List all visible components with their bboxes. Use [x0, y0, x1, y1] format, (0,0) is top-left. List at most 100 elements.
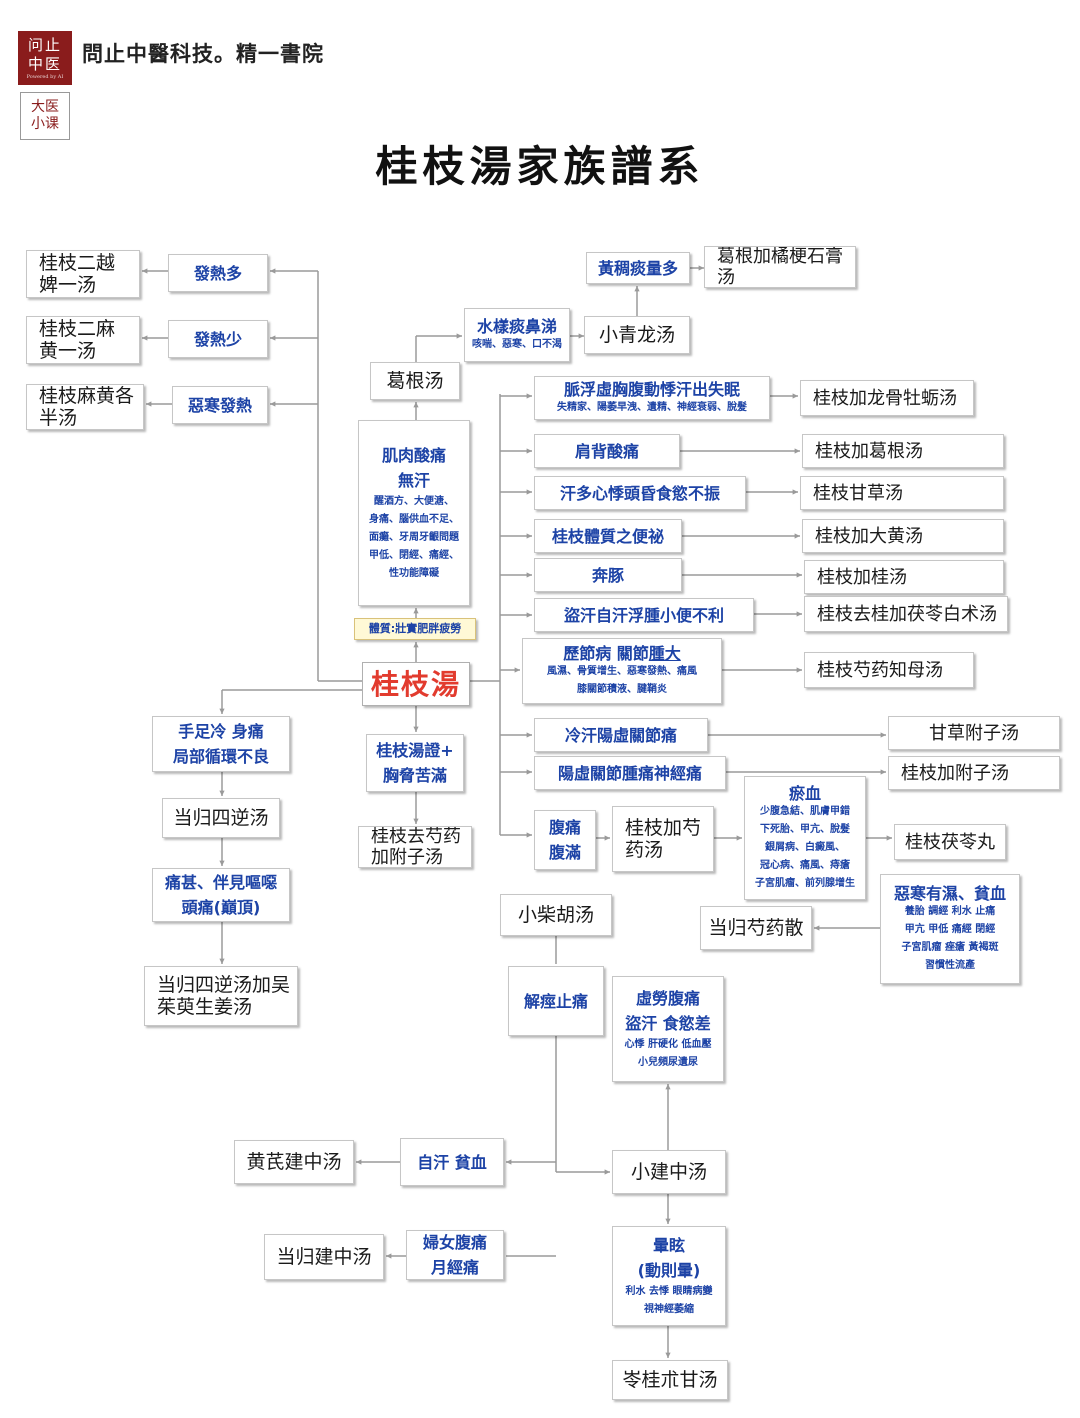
- node-shuiyang: 水樣痰鼻涕咳喘、惡寒、口不渴: [464, 308, 570, 362]
- node-futong: 腹痛腹滿: [534, 810, 596, 870]
- node-label: 甘草附子汤: [929, 722, 1019, 744]
- node-label: 桂枝麻黄各: [39, 385, 135, 407]
- node-label: 盜汗 食慾差: [625, 1014, 711, 1033]
- node-jia-fuzi: 桂枝加附子汤: [888, 756, 1060, 790]
- node-note: 視神經萎縮: [644, 1304, 694, 1315]
- node-label: 黄芪建中汤: [246, 1151, 342, 1173]
- brand-name: 問止中醫科技。精一書院: [82, 41, 324, 66]
- node-guizhi-zheng: 桂枝湯證+胸脅苦滿: [366, 734, 464, 792]
- arrowhead: [604, 1169, 610, 1175]
- node-tongshen: 痛甚、伴見嘔噁頭痛(巔頂): [152, 868, 290, 922]
- node-lijie: 歷節病 關節腫大風濕、骨質增生、惡寒發熱、痛風膝關節積液、腱鞘炎: [522, 638, 722, 704]
- node-label: 桂枝芍药知母汤: [817, 659, 943, 681]
- node-guizhi-erbi: 桂枝二越婢一汤: [26, 250, 140, 298]
- node-note: 甲亢 甲低 痛經 閉經: [904, 923, 996, 935]
- node-fuling-baizhu: 桂枝去桂加茯苓白术汤: [804, 596, 1008, 632]
- node-tizhi: 體質:壯實肥胖疲勞: [354, 618, 476, 640]
- node-label: (動則暈): [637, 1261, 701, 1280]
- page-title: 桂枝湯家族譜系: [375, 142, 705, 191]
- node-note: 身痛、腦供血不足、: [369, 514, 459, 525]
- node-label: 暈眩: [652, 1236, 685, 1255]
- node-jirou: 肌肉酸痛無汗醒酒方、大便溏、身痛、腦供血不足、面癱、牙周牙齦問題甲低、閉經、痛經…: [358, 420, 470, 606]
- node-label: 腹痛: [548, 818, 581, 837]
- node-note: 少腹急結、肌膚甲錯: [760, 805, 850, 817]
- node-note: 子宮肌瘤 痤瘡 黃褐斑: [901, 941, 999, 953]
- arrowhead: [270, 335, 276, 341]
- node-gancao-fuzi: 甘草附子汤: [888, 716, 1060, 750]
- node-note: 養胎 調經 利水 止痛: [904, 905, 996, 917]
- node-note: 風濕、骨質增生、惡寒發熱、痛風: [547, 665, 697, 677]
- node-note: 小兒頻尿遺尿: [638, 1057, 698, 1068]
- arrowhead: [142, 335, 148, 341]
- node-label: 局部循環不良: [172, 747, 269, 766]
- node-note: 膝關節積液、腱鞘炎: [577, 683, 667, 695]
- node-label: 桂枝二麻: [39, 318, 116, 340]
- node-label: 半汤: [39, 407, 78, 429]
- node-label: 当归四逆汤加吴: [157, 974, 291, 996]
- node-jiejing: 解痙止痛: [508, 966, 604, 1036]
- node-fare-duo: 發熱多: [168, 254, 268, 292]
- logo2-line1: 大医: [31, 99, 59, 115]
- node-guizhi-erma: 桂枝二麻黄一汤: [26, 316, 140, 364]
- node-label: 解痙止痛: [523, 991, 588, 1011]
- node-label: 盜汗自汗浮腫小便不利: [563, 605, 724, 625]
- arrowhead: [526, 732, 532, 738]
- node-huangchou: 黃稠痰量多: [586, 252, 690, 284]
- node-longgu: 桂枝加龙骨牡蛎汤: [800, 380, 974, 416]
- node-label: 小建中汤: [630, 1161, 707, 1183]
- node-xulao: 虛勞腹痛盜汗 食慾差心悸 肝硬化 低血壓小兒頻尿遺尿: [612, 976, 724, 1082]
- node-note: 冠心病、痛風、痔瘡: [760, 859, 850, 871]
- node-label: 桂枝加大黄汤: [815, 525, 923, 547]
- arrowhead: [142, 268, 148, 274]
- arrowhead: [880, 769, 886, 775]
- node-gegen: 葛根汤: [370, 362, 460, 400]
- node-shouzu: 手足冷 身痛局部循環不良: [152, 716, 290, 772]
- node-guizhi-mage: 桂枝麻黄各半汤: [26, 384, 144, 430]
- arrowhead: [794, 533, 800, 539]
- node-note: 性功能障礙: [389, 568, 439, 579]
- arrowhead: [413, 402, 419, 408]
- node-ehan-fare: 惡寒發熱: [172, 386, 268, 424]
- node-label: 肌肉酸痛: [381, 446, 446, 465]
- arrowhead: [270, 268, 276, 274]
- node-label: 黄一汤: [39, 340, 97, 362]
- arrowhead: [526, 832, 532, 838]
- node-label: 惡寒發熱: [187, 395, 252, 415]
- node-label: 桂枝去桂加茯苓白术汤: [817, 603, 997, 625]
- node-danggui-shaoyao: 当归芍药散: [700, 906, 812, 950]
- node-label: 桂枝湯證+: [376, 741, 454, 760]
- node-xuanyun: 暈眩(動則暈)利水 去悸 眼睛病變視神經萎縮: [612, 1226, 726, 1326]
- arrowhead: [886, 835, 892, 841]
- arrowhead: [386, 1253, 392, 1259]
- arrowhead: [526, 489, 532, 495]
- node-label: 婦女腹痛: [422, 1233, 487, 1252]
- node-label: 岺桂朮甘汤: [622, 1369, 718, 1391]
- arrowhead: [356, 1159, 362, 1165]
- node-label: 桂枝去芍药: [371, 826, 461, 847]
- arrowhead: [526, 769, 532, 775]
- node-label: 小青龙汤: [598, 324, 675, 346]
- node-note: 醒酒方、大便溏、: [374, 496, 454, 507]
- node-note: 失精家、陽萎早洩、遺精、神經衰弱、脫髮: [557, 401, 747, 413]
- node-label: 脈浮虛胸腹動悸汗出失眠: [563, 379, 740, 399]
- node-fuling-wan: 桂枝茯苓丸: [894, 824, 1006, 860]
- node-dahuang: 桂枝加大黄汤: [802, 519, 1004, 553]
- node-label: 桂枝加龙骨牡蛎汤: [813, 387, 957, 409]
- node-label: 桂枝湯: [370, 667, 461, 701]
- arrowhead: [526, 612, 532, 618]
- node-huangqi-jianzhong: 黄芪建中汤: [234, 1140, 354, 1184]
- node-label: 婢一汤: [39, 274, 97, 296]
- node-label: 当归建中汤: [276, 1246, 372, 1268]
- node-label: 瘀血: [788, 783, 821, 803]
- arrowhead: [665, 1084, 671, 1090]
- node-zhimu: 桂枝芍药知母汤: [804, 652, 974, 688]
- logo2-line2: 小课: [31, 116, 59, 132]
- node-label: 当归四逆汤: [173, 807, 269, 829]
- arrowhead: [794, 448, 800, 454]
- arrowhead: [219, 790, 225, 796]
- node-label: 桂枝加附子汤: [901, 762, 1009, 784]
- node-label: 發熱少: [193, 329, 242, 349]
- node-label: 小柴胡汤: [517, 904, 594, 926]
- node-bianmi: 桂枝體質之便祕: [534, 519, 682, 553]
